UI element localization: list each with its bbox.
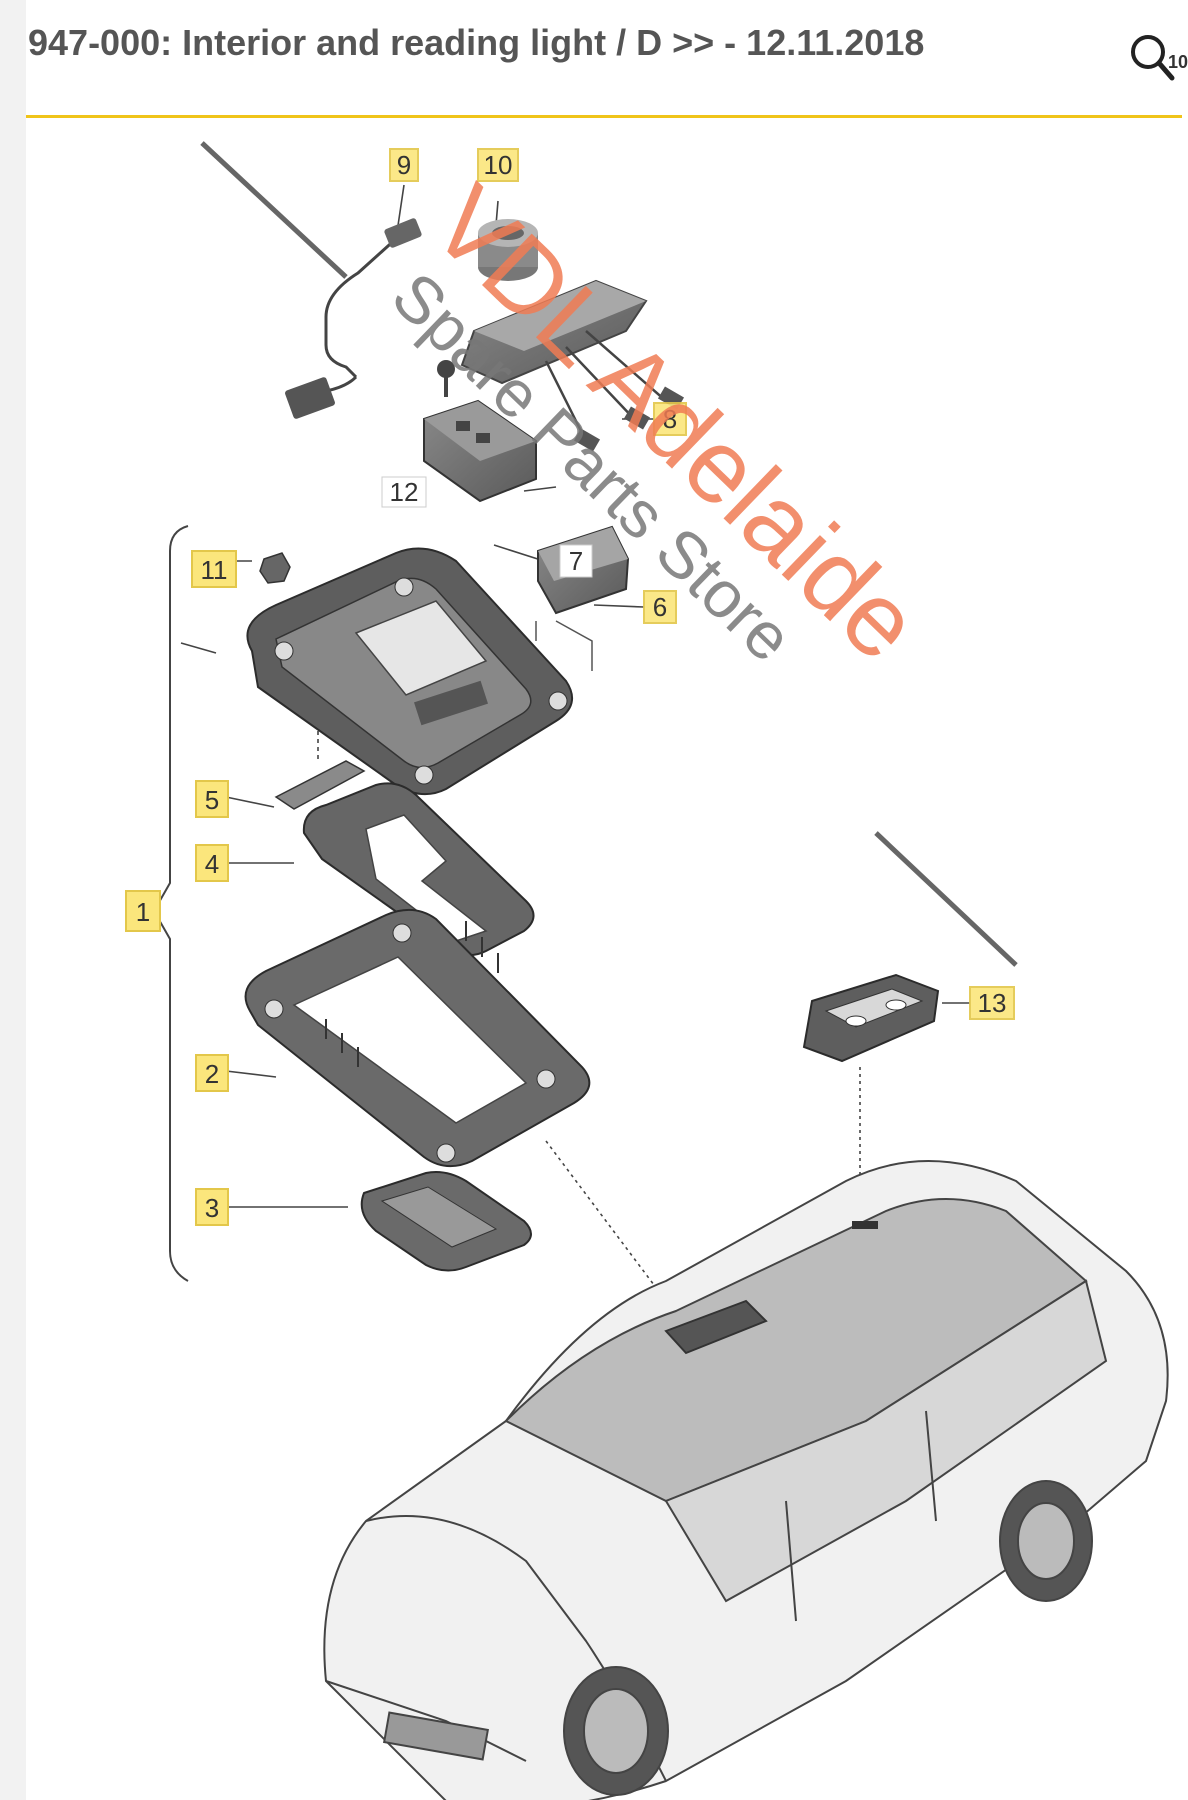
part-11-clip: [259, 552, 291, 584]
svg-text:9: 9: [397, 150, 411, 180]
svg-text:6: 6: [653, 592, 667, 622]
page-title: 947-000: Interior and reading light / D …: [28, 22, 925, 63]
svg-text:12: 12: [390, 477, 419, 507]
svg-text:13: 13: [978, 988, 1007, 1018]
callout-12: 12: [381, 476, 427, 508]
callout-11: 11: [191, 550, 237, 588]
part-5-lens: [274, 760, 366, 810]
zoom-level: 10: [1168, 52, 1188, 72]
callout-5: 5: [195, 780, 229, 818]
callouts: 9 10 8 12 7 6 11 5 4 1 2 3 13: [125, 148, 1015, 1226]
part-10-lamp: [478, 219, 538, 281]
callout-1: 1: [125, 890, 161, 932]
svg-text:3: 3: [205, 1193, 219, 1223]
car-illustration: [323, 1160, 1169, 1800]
left-strip: [0, 0, 26, 1800]
svg-text:2: 2: [205, 1059, 219, 1089]
callout-10: 10: [477, 148, 519, 182]
part-3-cover: [360, 1171, 532, 1272]
zoom-button[interactable]: 10: [1128, 32, 1188, 88]
header: 947-000: Interior and reading light / D …: [26, 0, 1188, 118]
part-8-control-unit: [460, 279, 685, 452]
part-13-rear-light: [802, 973, 940, 1063]
callout-6: 6: [643, 590, 677, 624]
svg-text:11: 11: [201, 555, 228, 585]
part-12-screw: [437, 360, 455, 397]
svg-text:5: 5: [205, 785, 219, 815]
svg-text:1: 1: [136, 897, 150, 927]
callout-13: 13: [969, 986, 1015, 1020]
svg-text:4: 4: [205, 849, 219, 879]
svg-text:10: 10: [484, 150, 513, 180]
part-2-gasket: [244, 908, 591, 1168]
callout-3: 3: [195, 1188, 229, 1226]
callout-2: 2: [195, 1054, 229, 1092]
callout-4: 4: [195, 844, 229, 882]
housing: [246, 547, 574, 796]
part-9-harness: [285, 218, 422, 419]
parts-diagram: 9 10 8 12 7 6 11 5 4 1 2 3 13 VDL Adelai…: [26, 121, 1182, 1800]
part-7-switch-module: [423, 399, 537, 503]
callout-9: 9: [389, 148, 419, 182]
callout-8: 8: [653, 402, 687, 436]
svg-text:8: 8: [663, 404, 677, 434]
callout-7: 7: [559, 544, 593, 578]
magnifier-icon: [1131, 35, 1175, 81]
svg-text:7: 7: [569, 546, 583, 576]
